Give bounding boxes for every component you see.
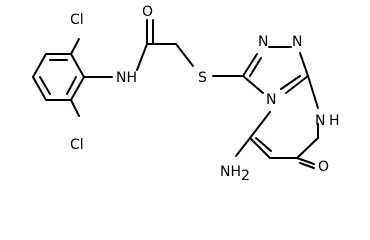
bond [242, 53, 258, 77]
structure-canvas: Cl Cl NH O S N N N [32, 4, 340, 184]
amide-nh-label: NH [116, 70, 137, 86]
carbonyl-o-label: O [142, 4, 153, 20]
bond [242, 75, 264, 94]
bond [285, 75, 309, 94]
ring-carbonyl-bond-2 [299, 162, 315, 169]
ch2-s-bond [175, 43, 194, 67]
ring-carbonyl-bond-1 [296, 157, 315, 165]
cl-bottom-label: Cl [70, 137, 84, 153]
double-bond-inner [280, 75, 301, 90]
bond [249, 111, 271, 139]
c-nh2-bond [235, 137, 251, 157]
bond [307, 75, 319, 109]
nh-carbonyl-bond [136, 43, 148, 71]
double-bond-inner [66, 76, 77, 95]
double-bond-inner [249, 57, 262, 77]
triazole-ring [242, 46, 309, 94]
bond [32, 53, 47, 78]
bond [249, 137, 271, 159]
chemical-structure-diagram: Cl Cl NH O S N N N [32, 4, 340, 184]
c-cl-bond-bottom [70, 99, 80, 117]
bond [296, 137, 319, 159]
cl-top-label: Cl [70, 12, 84, 28]
double-bond-inner [255, 137, 272, 152]
bond [32, 76, 47, 101]
bond [70, 76, 85, 101]
amino-label: NH [220, 164, 241, 180]
bridge-n-label: N [266, 92, 276, 108]
triazole-n1-label: N [258, 34, 268, 50]
double-bond-inner [39, 76, 51, 95]
ring-nh-h-label: H [329, 113, 340, 129]
bond [299, 52, 309, 77]
ring-o-label: O [318, 159, 329, 175]
bond [70, 53, 85, 78]
c-cl-bond-top [70, 38, 80, 55]
amino-subscript: 2 [241, 168, 250, 184]
pyrimidinone-ring [249, 75, 319, 159]
dichlorophenyl-ring [32, 53, 85, 101]
sulfur-label: S [198, 70, 207, 86]
triazole-n2-label: N [292, 34, 302, 50]
ring-nh-n-label: N [315, 113, 325, 129]
